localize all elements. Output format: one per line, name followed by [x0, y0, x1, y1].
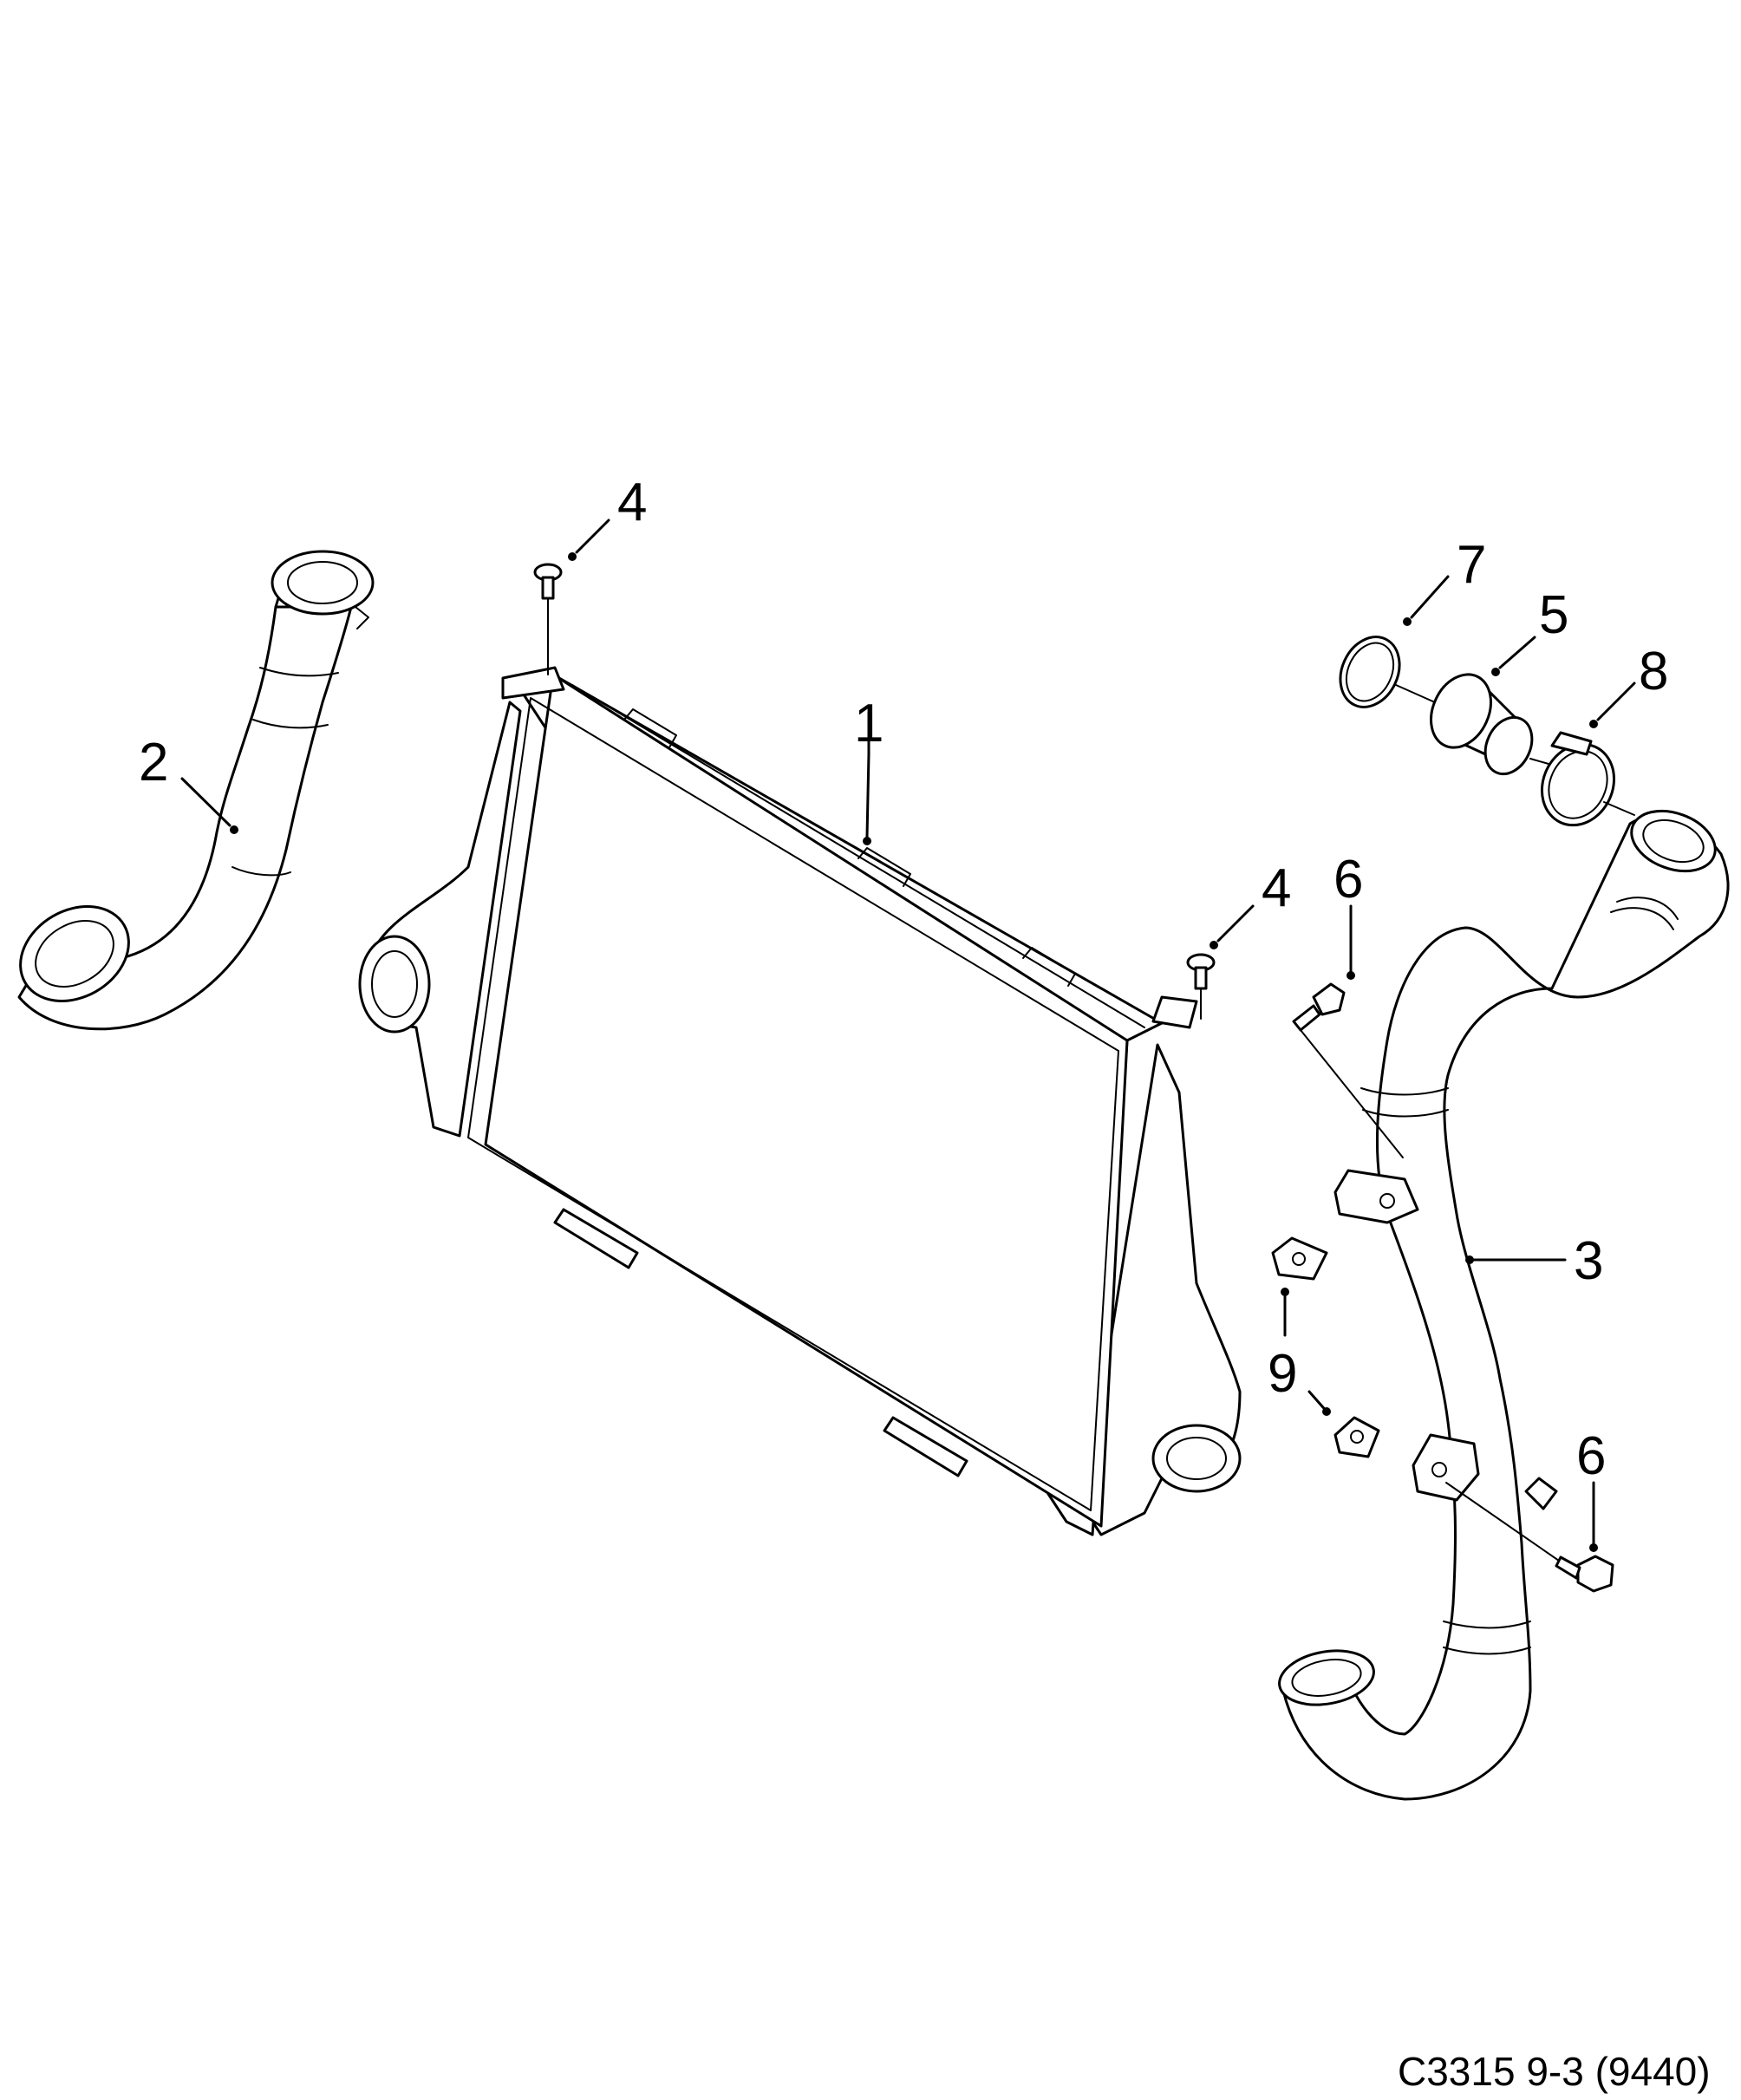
callout-8: 8	[1639, 642, 1668, 701]
adapter-sleeve	[1430, 673, 1562, 776]
o-ring	[1339, 636, 1436, 708]
callout-7: 7	[1457, 535, 1486, 595]
callout-5: 5	[1539, 585, 1568, 645]
callout-4-right: 4	[1262, 858, 1291, 918]
right-charge-pipe	[1278, 809, 1730, 1801]
callout-2: 2	[139, 733, 168, 792]
intercooler	[358, 666, 1242, 1536]
callout-6-upper: 6	[1333, 850, 1363, 910]
callout-9: 9	[1268, 1344, 1297, 1404]
screw-right	[1186, 953, 1216, 1020]
bolt-upper	[1292, 982, 1404, 1158]
callout-1: 1	[854, 694, 884, 753]
bolt-lower	[1445, 1482, 1614, 1593]
clip-nut	[1271, 1236, 1380, 1458]
figure-code: C3315 9-3 (9440)	[1398, 2049, 1711, 2094]
hose-clamp	[1540, 731, 1635, 827]
screw-left	[533, 563, 563, 675]
callouts: 1 2 3 4 4 5 6 6 7 8	[139, 473, 1668, 1552]
callout-6-lower: 6	[1576, 1426, 1606, 1486]
left-charge-pipe	[17, 550, 375, 1031]
callout-3: 3	[1574, 1231, 1603, 1291]
callout-4-left: 4	[617, 473, 647, 532]
